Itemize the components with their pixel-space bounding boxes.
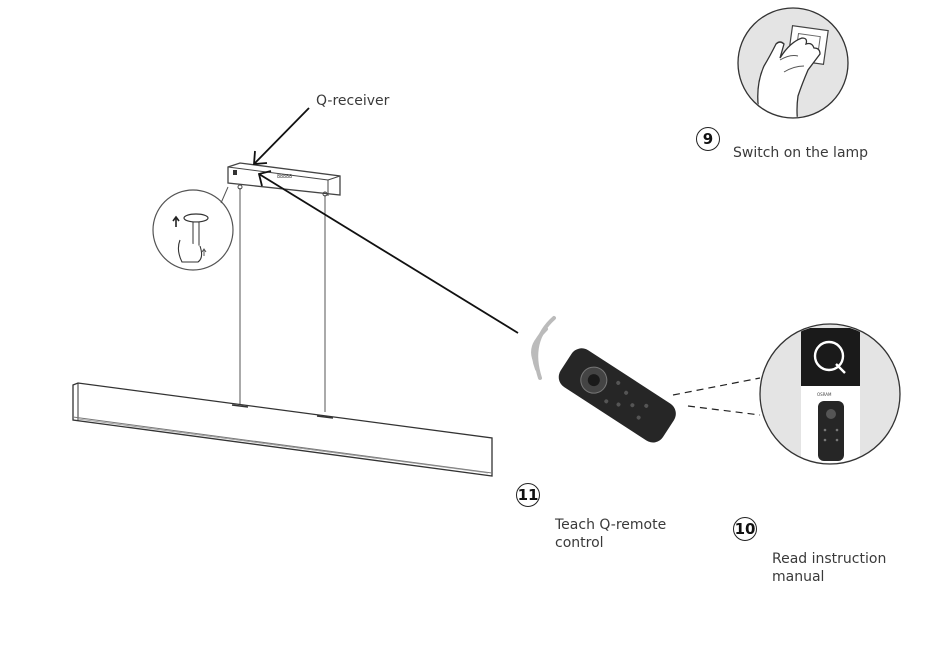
zoom-line-bottom	[687, 405, 761, 416]
step-number-11: 11	[516, 483, 540, 507]
teach-remote-label-line2: control	[555, 535, 604, 551]
step-number-10: 10	[733, 517, 757, 541]
switch-on-label: Switch on the lamp	[733, 145, 869, 161]
remote-control-icon	[558, 348, 676, 443]
read-manual-label-line1: Read instruction	[772, 551, 887, 567]
hand-switch-icon	[737, 7, 849, 119]
q-receiver-box: 88888	[227, 162, 341, 196]
receiver-pointer-arrow	[253, 107, 310, 165]
zoom-line-top	[672, 377, 761, 396]
remote-signal-icon	[531, 316, 556, 380]
q-receiver-label: Q-receiver	[316, 93, 390, 109]
step-number-9: 9	[696, 127, 720, 151]
manual-booklet-icon: OSRAM	[759, 323, 901, 465]
read-manual-label-line2: manual	[772, 569, 825, 585]
install-detail-icon	[152, 186, 234, 271]
receiver-display: 88888	[277, 174, 292, 180]
manual-brand: OSRAM	[817, 392, 832, 397]
signal-arrow	[257, 170, 519, 334]
teach-remote-label-line1: Teach Q-remote	[555, 517, 667, 533]
linear-lamp	[72, 382, 493, 477]
